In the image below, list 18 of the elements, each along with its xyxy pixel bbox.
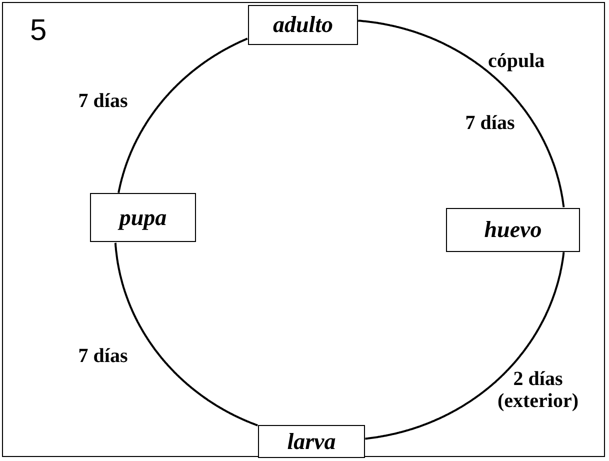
cycle-arc [118,38,248,194]
stage-name: larva [287,428,336,454]
edge-label: 2 días (exterior) [496,368,580,412]
edge-label: 7 días [77,90,129,112]
edge-label: 7 días [464,112,516,134]
stage-name: adulto [272,12,334,38]
figure-number: 5 [30,14,47,48]
edge-label: 7 días [77,345,129,367]
stage-box [90,193,196,242]
stage-name: pupa [119,204,167,230]
note-label: cópula [488,50,545,72]
cycle-arc [114,242,258,426]
cycle-arc [358,20,565,208]
stage-box [446,208,580,252]
stage-box [258,425,365,458]
stage-box [248,5,358,45]
cycle-arc [365,252,565,440]
stage-name: huevo [484,217,542,243]
